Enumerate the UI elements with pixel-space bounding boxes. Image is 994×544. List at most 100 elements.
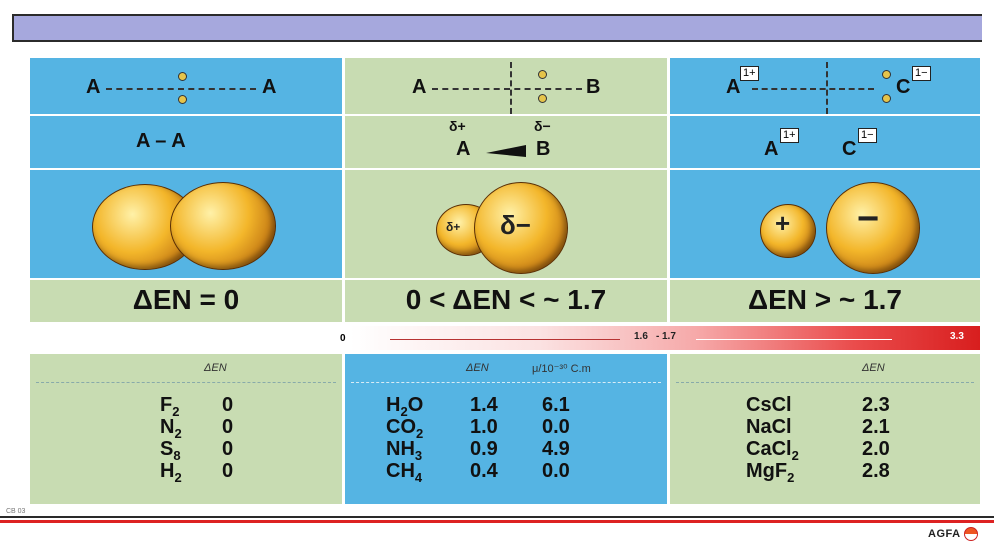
col2-bond-right: B [536, 138, 551, 160]
col1-row-value: 0 [222, 438, 234, 460]
col3-orbital-midline [826, 62, 828, 114]
agfa-logo-icon [963, 527, 978, 541]
col3-row-value: 2.0 [862, 438, 890, 460]
col2-row-dipole: 0.0 [542, 416, 570, 438]
col1-atom-right [170, 182, 276, 270]
col2-den-label: 0 < ΔEN < ~ 1.7 [405, 284, 607, 315]
col3-bond-right-charge: 1− [858, 128, 877, 143]
col3-anion-charge: − [857, 198, 880, 240]
col2-orbital-midline [510, 62, 512, 114]
col2-table-panel [345, 354, 667, 504]
electronegativity-scale: 1.6 - 1.7 3.3 [350, 326, 980, 350]
scale-sep: - [656, 331, 660, 342]
col3-orbital-right: C [896, 76, 911, 98]
col3-row: MgF2 [746, 460, 795, 485]
col1-row: S8 [160, 438, 181, 463]
col1-electron-top [178, 72, 187, 81]
col2-row-den: 0.4 [470, 460, 498, 482]
col2-row-dipole: 0.0 [542, 460, 570, 482]
col1-electron-bottom [178, 95, 187, 104]
col1-orbital-right: A [262, 76, 277, 98]
col3-row: CsCl [746, 394, 792, 416]
col2-atom-large [474, 182, 568, 274]
col2-row: NH3 [386, 438, 423, 463]
col2-row-den: 1.0 [470, 416, 498, 438]
col3-orbital-panel [670, 58, 980, 114]
col2-orbital-left: A [412, 76, 427, 98]
col3-cation [760, 204, 816, 258]
col1-table-panel [30, 354, 342, 504]
col2-row: CH4 [386, 460, 423, 485]
col1-row: F2 [160, 394, 180, 419]
col2-delta-minus: δ− [534, 118, 551, 134]
col3-anion [826, 182, 920, 274]
footer-rule-black [0, 516, 994, 518]
col1-row-value: 0 [222, 394, 234, 416]
scale-line-left [390, 339, 620, 340]
col2-bond-left: A [456, 138, 471, 160]
col1-den-label: ΔEN = 0 [132, 284, 240, 315]
col3-sphere-panel [670, 170, 980, 278]
col3-row-value: 2.1 [862, 416, 890, 438]
agfa-logo: AGFA [928, 527, 978, 541]
scale-start: 0 [340, 333, 346, 344]
scale-end: 3.3 [950, 331, 964, 342]
col2-row: H2O [386, 394, 424, 419]
col3-orbital-left: A [726, 76, 741, 98]
col1-den-panel [30, 280, 342, 322]
col2-electron-top [538, 70, 547, 79]
col3-header-den: ΔEN [862, 362, 885, 374]
col3-orbital-right-charge: 1− [912, 66, 931, 81]
col2-delta-plus: δ+ [449, 118, 466, 134]
col2-row-den: 0.9 [470, 438, 498, 460]
col3-row: NaCl [746, 416, 792, 438]
col2-header-den: ΔEN [466, 362, 489, 374]
col2-header-rule [351, 382, 661, 383]
col3-header-rule [676, 382, 974, 383]
col2-orbital-panel [345, 58, 667, 114]
col1-row: N2 [160, 416, 182, 441]
col2-header-dipole: μ/10⁻³⁰ C.m [532, 363, 591, 375]
scale-label-1-6: 1.6 [634, 331, 648, 342]
col3-row: CaCl2 [746, 438, 799, 463]
col3-bond-panel [670, 116, 980, 168]
col2-electron-bottom [538, 94, 547, 103]
col1-row: H2 [160, 460, 182, 485]
title-bar [12, 14, 982, 42]
scale-label-1-7: 1.7 [662, 331, 676, 342]
col1-row-value: 0 [222, 460, 234, 482]
agfa-logo-text: AGFA [928, 527, 961, 540]
col1-orbital-panel [30, 58, 342, 114]
col2-sphere-delta-plus: δ+ [446, 220, 461, 234]
polar-wedge-icon [486, 145, 526, 157]
col3-cation-charge: + [775, 208, 791, 238]
col1-header-rule [36, 382, 336, 383]
col3-bond-left: A [764, 138, 779, 160]
footer-rule-red [0, 520, 994, 523]
col3-electron-top [882, 70, 891, 79]
col1-bond-panel [30, 116, 342, 168]
col3-den-panel [670, 280, 980, 322]
col3-bond-right: C [842, 138, 857, 160]
slide-code: CB 03 [6, 508, 26, 515]
col3-orbital-left-charge: 1+ [740, 66, 759, 81]
col2-row-dipole: 6.1 [542, 394, 570, 416]
col3-row-value: 2.3 [862, 394, 890, 416]
col3-table-panel [670, 354, 980, 504]
col1-header-den: ΔEN [204, 362, 227, 374]
col1-row-value: 0 [222, 416, 234, 438]
col2-sphere-delta-minus: δ− [500, 210, 531, 240]
col3-den-label: ΔEN > ~ 1.7 [748, 284, 902, 315]
col3-bond-left-charge: 1+ [780, 128, 799, 143]
col3-orbital-line [752, 88, 874, 90]
col2-bond-panel [345, 116, 667, 168]
col2-row-den: 1.4 [470, 394, 498, 416]
col3-electron-bottom [882, 94, 891, 103]
col2-orbital-line [432, 88, 582, 90]
col1-orbital-left: A [86, 76, 101, 98]
scale-line-right [696, 339, 892, 340]
col2-row: CO2 [386, 416, 424, 441]
col2-row-dipole: 4.9 [542, 438, 570, 460]
col3-row-value: 2.8 [862, 460, 890, 482]
col1-bond-label: A – A [136, 130, 186, 152]
